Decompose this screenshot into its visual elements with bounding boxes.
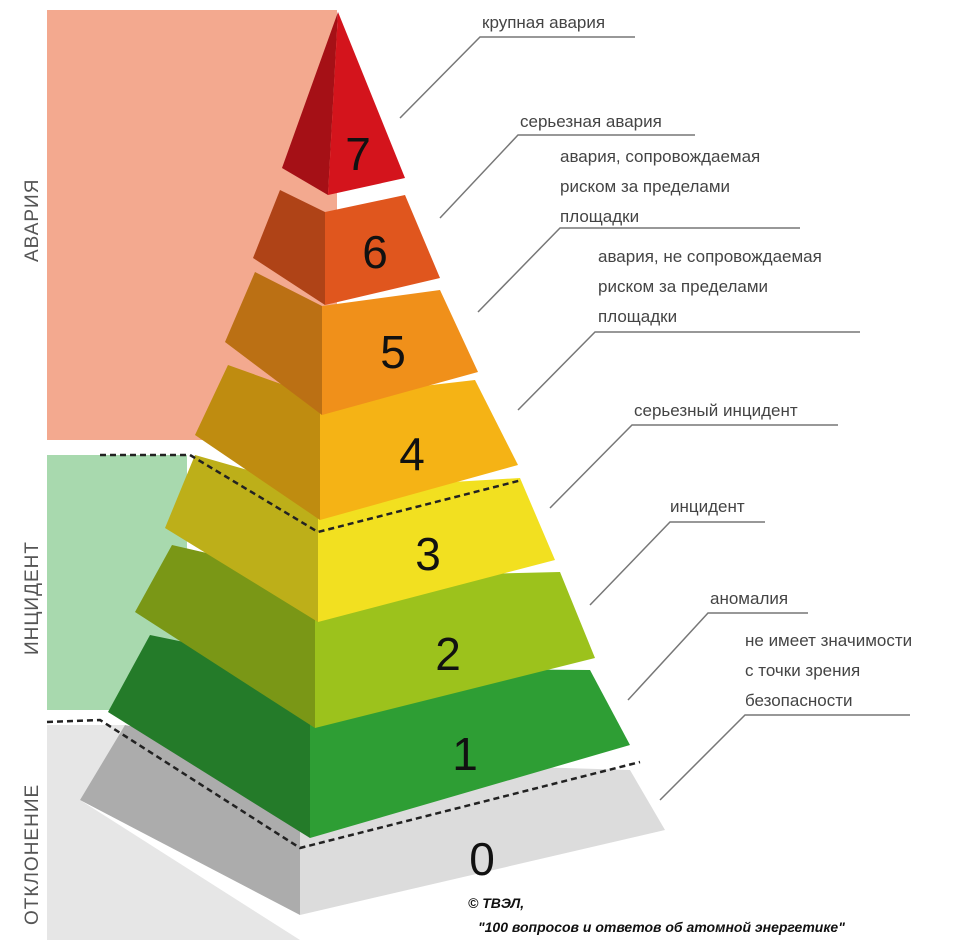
label-level-7: крупная авария (482, 13, 605, 32)
tier-3 (165, 455, 555, 622)
leader-level-0 (659, 714, 910, 801)
tier-6 (253, 190, 440, 305)
level-number-2: 2 (435, 628, 461, 680)
leader-level-6 (439, 134, 695, 219)
level-number-4: 4 (399, 428, 425, 480)
label-level-0-line-2: с точки зрения (745, 661, 860, 680)
label-level-5-line-3: площадки (560, 207, 639, 226)
leader-level-1 (627, 612, 808, 701)
label-level-5-line-2: риском за пределами (560, 177, 730, 196)
label-level-3: серьезный инцидент (634, 401, 798, 420)
leader-level-5 (477, 227, 800, 313)
level-number-1: 1 (452, 728, 478, 780)
label-level-1: аномалия (710, 589, 788, 608)
separator-accident-incident (100, 453, 523, 534)
label-level-5-line-1: авария, сопровождаемая (560, 147, 760, 166)
leader-level-3 (549, 424, 838, 509)
level-number-6: 6 (362, 226, 388, 278)
category-label-deviation: ОТКЛОНЕНИЕ (22, 784, 43, 925)
level-number-3: 3 (415, 528, 441, 580)
label-level-4-line-1: авария, не сопровождаемая (598, 247, 822, 266)
category-label-accident: АВАРИЯ (22, 179, 43, 262)
tier-7 (282, 12, 405, 195)
label-level-0-line-1: не имеет значимости (745, 631, 912, 650)
level-number-5: 5 (380, 326, 406, 378)
copyright-line-2: "100 вопросов и ответов об атомной энерг… (478, 919, 845, 935)
label-level-4-line-2: риском за пределами (598, 277, 768, 296)
level-number-7: 7 (345, 128, 371, 180)
label-level-4-line-3: площадки (598, 307, 677, 326)
label-level-0-line-3: безопасности (745, 691, 852, 710)
leader-level-4 (517, 331, 860, 411)
leader-level-2 (589, 521, 765, 606)
leader-level-7 (399, 36, 635, 119)
separator-incident-deviation (46, 718, 641, 850)
label-level-2: инцидент (670, 497, 745, 516)
tier-4 (195, 365, 518, 520)
deviation-zone (47, 725, 300, 940)
level-number-0: 0 (469, 833, 495, 885)
label-level-6: серьезная авария (520, 112, 662, 131)
category-label-incident: ИНЦИДЕНТ (22, 541, 43, 655)
tier-5 (225, 272, 478, 415)
copyright-line-1: © ТВЭЛ, (468, 895, 524, 911)
